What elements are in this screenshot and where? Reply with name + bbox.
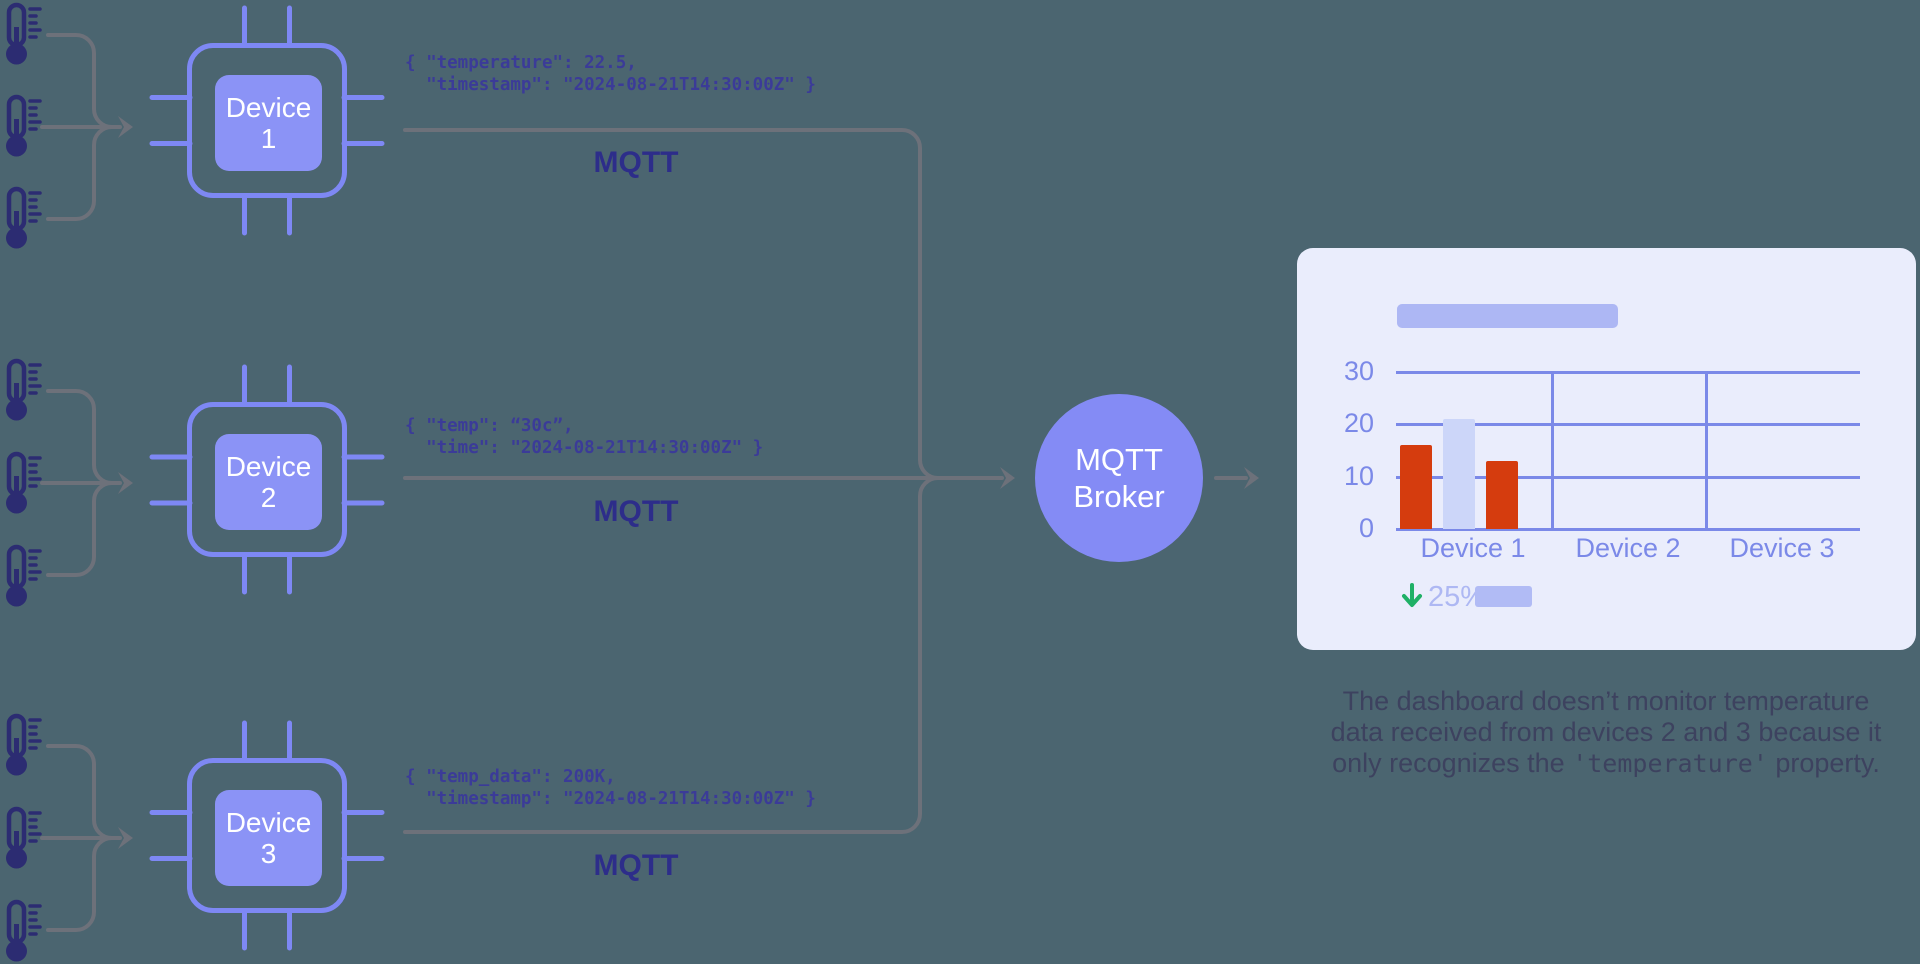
caption-segment: only recognizes the bbox=[1332, 748, 1573, 778]
chip-pins-device-2 bbox=[149, 364, 385, 595]
x-category-label: Device 2 bbox=[1575, 533, 1681, 563]
device-3-label: Device 3 bbox=[215, 790, 322, 886]
device-1-json-payload: { "temperature": 22.5, "timestamp": "202… bbox=[405, 52, 816, 96]
device-2-label: Device 2 bbox=[215, 434, 322, 530]
arrowhead-icon bbox=[118, 472, 133, 494]
thermometer-icon bbox=[6, 902, 40, 962]
x-category-label: Device 1 bbox=[1420, 533, 1526, 563]
device-label-line: Device bbox=[225, 92, 312, 123]
thermometer-icon bbox=[6, 5, 40, 65]
gridline bbox=[1396, 423, 1860, 426]
caption-line: data received from devices 2 and 3 becau… bbox=[1330, 717, 1882, 747]
device-2-json-payload: { "temp": “30c”, "time": "2024-08-21T14:… bbox=[405, 415, 763, 459]
mqtt-broker-node: MQTT Broker bbox=[1035, 394, 1203, 562]
json-line: "timestamp": "2024-08-21T14:30:00Z" } bbox=[405, 789, 816, 809]
arrowhead-icon bbox=[1000, 467, 1015, 489]
device-3-chip: Device 3 bbox=[187, 758, 347, 913]
flow-line-device-3 bbox=[403, 476, 940, 834]
arrowhead-icon bbox=[118, 827, 133, 849]
chip-pins-device-3 bbox=[149, 720, 385, 951]
x-category-label: Device 3 bbox=[1729, 533, 1835, 563]
arrowhead-icon bbox=[118, 116, 133, 138]
caption-line: only recognizes the 'temperature' proper… bbox=[1332, 748, 1880, 778]
sensor-group-2 bbox=[6, 361, 40, 607]
bar-device1-reading-2 bbox=[1443, 419, 1475, 529]
broker-label-line: MQTT bbox=[1075, 442, 1163, 477]
device-1-chip: Device 1 bbox=[187, 43, 347, 198]
sensor-group-1 bbox=[6, 5, 40, 249]
thermometer-icon bbox=[6, 716, 40, 776]
chart-title-placeholder bbox=[1397, 304, 1618, 328]
mqtt-protocol-label: MQTT bbox=[593, 849, 679, 882]
y-tick-label: 10 bbox=[1343, 461, 1374, 491]
device-3-json-payload: { "temp_data": 200K, "timestamp": "2024-… bbox=[405, 766, 816, 810]
json-line: "time": "2024-08-21T14:30:00Z" } bbox=[405, 438, 764, 458]
caption-segment: property. bbox=[1767, 748, 1880, 778]
json-line: { "temp_data": 200K, bbox=[405, 767, 616, 787]
caption-line: The dashboard doesn’t monitor temperatur… bbox=[1342, 686, 1870, 716]
device-label-line: 3 bbox=[260, 838, 277, 869]
mqtt-protocol-label: MQTT bbox=[593, 146, 679, 179]
device-2-chip: Device 2 bbox=[187, 402, 347, 557]
x-axis-line bbox=[1396, 528, 1860, 531]
mqtt-protocol-label: MQTT bbox=[593, 495, 679, 528]
gridline bbox=[1396, 371, 1860, 374]
device-1-label: Device 1 bbox=[215, 75, 322, 171]
caption-text: The dashboard doesn’t monitor temperatur… bbox=[1286, 686, 1920, 779]
broker-label-line: Broker bbox=[1073, 479, 1165, 514]
y-tick-label: 20 bbox=[1343, 408, 1374, 438]
dashboard-card: 30 20 10 0 Device 1 Device 2 Device 3 25… bbox=[1297, 248, 1916, 650]
chip-pins-device-1 bbox=[149, 5, 385, 236]
device-label-line: 2 bbox=[260, 482, 277, 513]
device-label-line: Device bbox=[225, 451, 312, 482]
gridline bbox=[1705, 371, 1708, 531]
bar-device1-reading-1 bbox=[1400, 445, 1432, 529]
thermometer-icon bbox=[6, 97, 40, 157]
thermometer-icon bbox=[6, 361, 40, 421]
device-label-line: Device bbox=[225, 807, 312, 838]
sensor-merge-bracket-1 bbox=[40, 33, 122, 221]
thermometer-icon bbox=[6, 547, 40, 607]
device-label-line: 1 bbox=[260, 123, 277, 154]
json-line: "timestamp": "2024-08-21T14:30:00Z" } bbox=[405, 75, 816, 95]
mqtt-flow-lines bbox=[403, 128, 1248, 834]
down-arrow-icon bbox=[1402, 583, 1422, 607]
flow-line-device-1 bbox=[403, 128, 940, 480]
sensor-group-3 bbox=[6, 716, 40, 962]
gridline bbox=[1551, 371, 1554, 531]
json-line: { "temperature": 22.5, bbox=[405, 53, 637, 73]
thermometer-icon bbox=[6, 454, 40, 514]
gridline bbox=[1396, 476, 1860, 479]
caption-code-segment: 'temperature' bbox=[1572, 749, 1768, 778]
arrowhead-icon bbox=[1244, 467, 1259, 489]
legend-placeholder bbox=[1475, 586, 1532, 607]
y-tick-label: 0 bbox=[1358, 513, 1374, 543]
y-tick-label: 30 bbox=[1343, 356, 1374, 386]
bar-device1-reading-3 bbox=[1486, 461, 1518, 529]
sensor-merge-bracket-3 bbox=[40, 744, 122, 932]
thermometer-icon bbox=[6, 809, 40, 869]
thermometer-icon bbox=[6, 189, 40, 249]
json-line: { "temp": “30c”, bbox=[405, 416, 574, 436]
sensor-merge-bracket-2 bbox=[40, 389, 122, 577]
